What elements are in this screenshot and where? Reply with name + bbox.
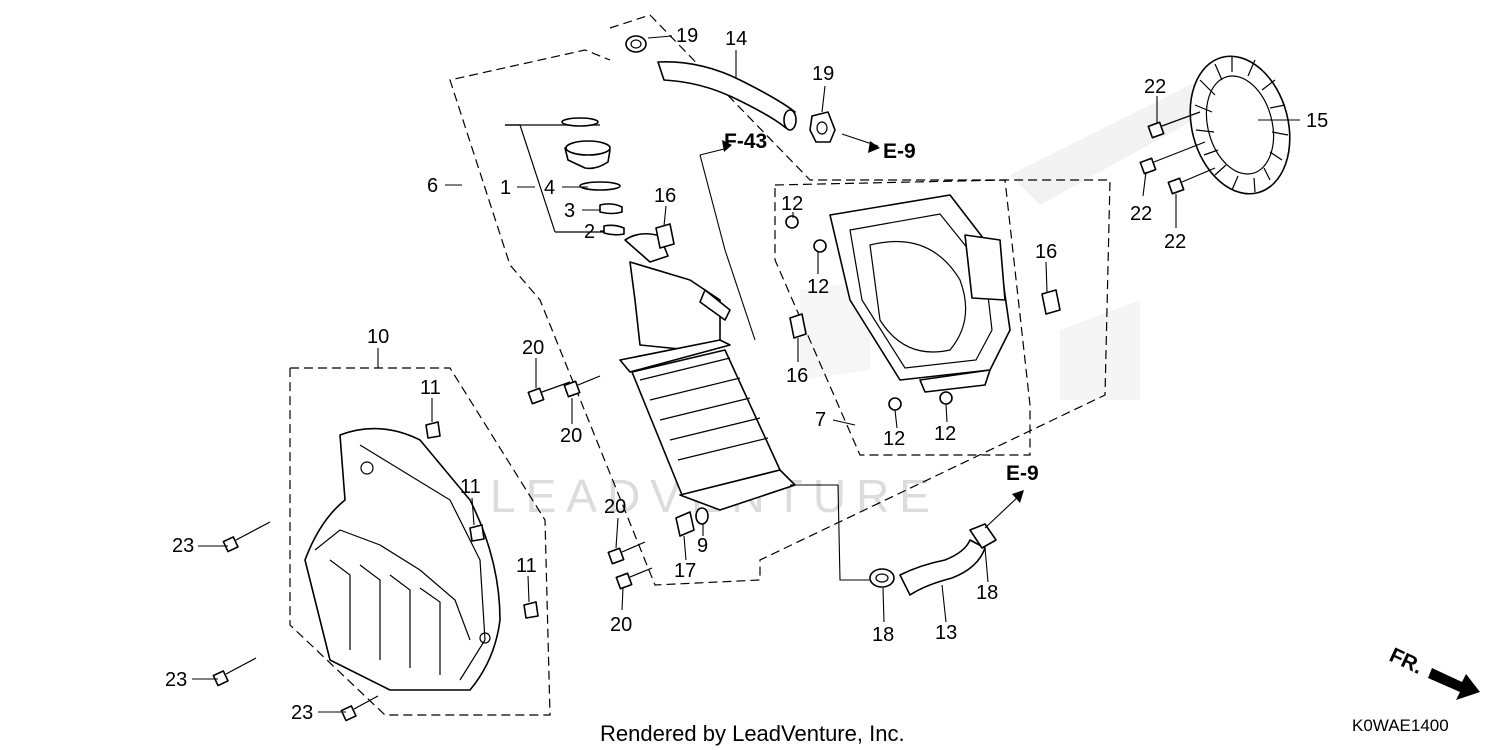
bolt-20-lower-b xyxy=(615,567,653,590)
diagram-code: K0WAE1400 xyxy=(1352,716,1449,735)
callout-19-top: 19 xyxy=(676,25,698,47)
callout-4: 4 xyxy=(544,177,555,199)
leader-lines xyxy=(192,35,1300,713)
callout-17: 17 xyxy=(674,560,696,582)
hose-clamp-19-top xyxy=(625,35,647,53)
callout-9: 9 xyxy=(697,535,708,557)
callout-19-right: 19 xyxy=(812,63,834,85)
washer-9 xyxy=(695,507,709,525)
background-shading xyxy=(800,80,1230,400)
bolt-22-c xyxy=(1167,167,1216,195)
callout-15: 15 xyxy=(1306,110,1328,132)
callout-10: 10 xyxy=(367,326,389,348)
nut-12-a xyxy=(785,215,799,229)
callout-13: 13 xyxy=(935,622,957,644)
bolt-20-upper-b xyxy=(563,375,601,398)
bolt-20-lower-a xyxy=(607,541,646,565)
bolt-22-b xyxy=(1139,141,1206,175)
drain-bolt-17 xyxy=(675,511,695,537)
hose-clamp-18-left xyxy=(869,568,895,588)
nut-12-d xyxy=(939,391,953,405)
callout-11-c: 11 xyxy=(516,555,537,577)
callout-20-lower-b: 20 xyxy=(610,614,632,636)
callout-16-mid: 16 xyxy=(786,365,808,387)
reference-arrows xyxy=(722,140,1024,503)
radiator-6 xyxy=(619,232,796,511)
nut-12-b xyxy=(813,239,827,253)
callout-2: 2 xyxy=(584,221,595,243)
cooling-fan-15 xyxy=(1189,55,1291,195)
group-outline-radiator xyxy=(449,14,1111,586)
callout-3: 3 xyxy=(564,200,575,222)
callout-12-b: 12 xyxy=(807,276,829,298)
callout-e9-lower: E-9 xyxy=(1006,462,1039,485)
callout-20-lower-a: 20 xyxy=(604,496,626,518)
callout-16-left: 16 xyxy=(654,185,676,207)
hose-clamp-18-right xyxy=(969,523,997,549)
group-outline-cover xyxy=(289,367,551,716)
render-credit: Rendered by LeadVenture, Inc. xyxy=(600,721,905,746)
nut-12-c xyxy=(888,397,902,411)
callout-18-right: 18 xyxy=(976,582,998,604)
fan-shroud-7 xyxy=(829,194,1011,393)
radiator-cap-1 xyxy=(561,117,625,236)
ref-label-e9-upper[interactable]: E-9 xyxy=(883,140,916,163)
screw-23-b xyxy=(212,657,257,687)
callout-12-d: 12 xyxy=(934,423,956,445)
clip-16-mid xyxy=(789,313,807,339)
callout-18-left: 18 xyxy=(872,624,894,646)
ref-label-f43[interactable]: F-43 xyxy=(724,130,767,153)
grommet-11-c xyxy=(523,601,539,619)
front-arrow-icon xyxy=(1428,668,1480,700)
callout-22-bottom: 22 xyxy=(1164,231,1186,253)
callout-1: 1 xyxy=(500,177,511,199)
callout-14: 14 xyxy=(725,28,747,50)
callout-20-upper-b: 20 xyxy=(560,425,582,447)
callout-7: 7 xyxy=(815,409,826,431)
callout-20-upper-a: 20 xyxy=(522,337,544,359)
callout-22-top: 22 xyxy=(1144,76,1166,98)
callout-23-c: 23 xyxy=(291,702,313,724)
grommet-11-a xyxy=(425,421,441,439)
callout-12-a: 12 xyxy=(781,193,803,215)
group-outline-shroud xyxy=(774,179,1031,456)
clip-16-left xyxy=(655,223,675,249)
callout-11-a: 11 xyxy=(420,377,441,399)
screw-23-a xyxy=(222,521,271,553)
callout-22-left: 22 xyxy=(1130,203,1152,225)
hose-14 xyxy=(657,61,797,131)
front-direction-label: FR. xyxy=(1386,644,1426,679)
callout-16-right: 16 xyxy=(1035,241,1057,263)
screw-23-c xyxy=(340,695,379,722)
callout-11-b: 11 xyxy=(460,476,481,498)
callout-23-a: 23 xyxy=(172,535,194,557)
callout-6: 6 xyxy=(427,175,438,197)
clip-16-right xyxy=(1041,289,1061,315)
radiator-cover-10 xyxy=(304,427,501,691)
hose-clamp-19-right xyxy=(809,111,836,143)
front-direction-marker: FR. xyxy=(1386,644,1480,700)
bolt-22-a xyxy=(1147,111,1201,139)
callout-12-c: 12 xyxy=(883,428,905,450)
grommet-11-b xyxy=(469,524,485,542)
bolt-20-upper-a xyxy=(527,381,571,405)
callout-23-b: 23 xyxy=(165,669,187,691)
